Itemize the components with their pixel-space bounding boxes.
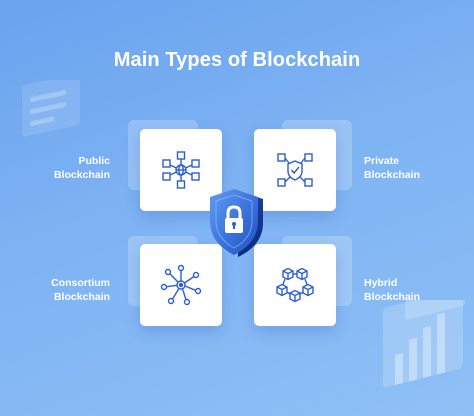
private-blockchain-label: Private Blockchain [364,155,474,182]
linked-cubes-icon [276,267,314,303]
shield-blocks-icon [277,153,313,187]
label-line: Public [78,155,110,167]
hybrid-blockchain-label: Hybrid Blockchain [364,277,474,304]
public-blockchain-label: Public Blockchain [0,155,110,182]
private-blockchain-card [254,129,336,211]
hybrid-blockchain-card [254,244,336,326]
label-line: Blockchain [53,168,110,181]
hub-nodes-icon [160,264,202,306]
decorative-chart-right [383,300,465,388]
diagram-title: Main Types of Blockchain [113,49,361,71]
consortium-blockchain-label: Consortium Blockchain [0,277,110,304]
decorative-window-left [22,80,80,137]
label-line: Private [364,155,400,167]
globe-network-icon [162,151,200,189]
label-line: Blockchain [364,168,421,181]
label-line: Hybrid [364,277,398,289]
consortium-blockchain-card [140,244,222,326]
public-blockchain-card [140,129,222,211]
shield-lock-icon [210,189,263,257]
label-line: Blockchain [53,290,110,303]
label-line: Blockchain [364,290,421,303]
label-line: Consortium [51,277,110,289]
